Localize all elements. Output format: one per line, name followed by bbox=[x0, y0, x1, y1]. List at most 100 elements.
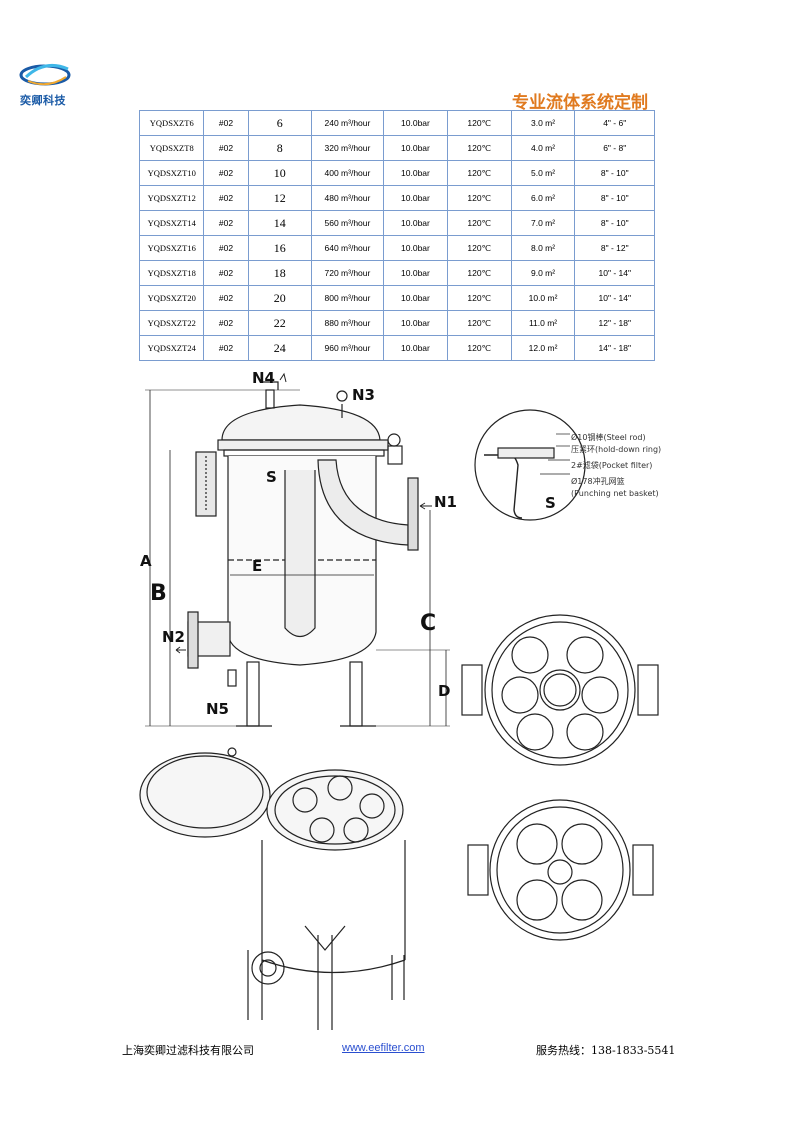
table-cell: YQDSXZT20 bbox=[138, 285, 205, 311]
note-pocket-filter: 2#滤袋(Pocket filter) bbox=[571, 460, 652, 470]
table-cell: 120℃ bbox=[446, 335, 512, 361]
table-cell: 120℃ bbox=[446, 310, 512, 336]
table-cell: 120℃ bbox=[446, 135, 512, 161]
table-cell: 800 m³/hour bbox=[310, 285, 385, 311]
table-cell: 880 m³/hour bbox=[310, 310, 385, 336]
table-cell: YQDSXZT12 bbox=[138, 185, 205, 211]
table-cell: 12 bbox=[247, 185, 312, 211]
detail-s bbox=[474, 409, 586, 521]
table-cell: #02 bbox=[203, 135, 249, 161]
table-cell: 8 bbox=[247, 135, 312, 161]
table-cell: #02 bbox=[203, 260, 249, 286]
table-cell: #02 bbox=[203, 110, 249, 136]
note-hold-down-ring: 压紧环(hold-down ring) bbox=[571, 445, 661, 454]
table-cell: YQDSXZT6 bbox=[138, 110, 205, 136]
slogan: 专业流体系统定制 bbox=[512, 93, 648, 113]
table-cell: 20 bbox=[247, 285, 312, 311]
table-cell: 10 bbox=[247, 160, 312, 186]
top-view-bags bbox=[467, 799, 654, 941]
label-s: S bbox=[266, 468, 277, 486]
table-cell: 8" - 10" bbox=[574, 210, 655, 236]
table-cell: 10.0 m² bbox=[510, 285, 576, 311]
table-cell: 16 bbox=[247, 235, 312, 261]
table-cell: 10.0bar bbox=[383, 285, 448, 311]
table-cell: 12" - 18" bbox=[574, 310, 655, 336]
isometric-view bbox=[139, 747, 406, 1030]
table-cell: 6.0 m² bbox=[510, 185, 576, 211]
table-cell: 120℃ bbox=[446, 110, 512, 136]
company-logo-icon bbox=[19, 63, 71, 86]
note-punching-basket: Ø178冲孔网篮 bbox=[571, 476, 625, 486]
table-cell: 14" - 18" bbox=[574, 335, 655, 361]
table-cell: 120℃ bbox=[446, 285, 512, 311]
footer-hotline: 服务热线：138-1833-5541 bbox=[536, 1044, 676, 1057]
table-cell: YQDSXZT16 bbox=[138, 235, 205, 261]
top-view-seven-bags bbox=[461, 614, 659, 766]
table-cell: YQDSXZT22 bbox=[138, 310, 205, 336]
table-cell: 120℃ bbox=[446, 210, 512, 236]
label-e: E bbox=[252, 557, 262, 575]
table-cell: 22 bbox=[247, 310, 312, 336]
table-cell: 12.0 m² bbox=[510, 335, 576, 361]
table-cell: YQDSXZT14 bbox=[138, 210, 205, 236]
table-cell: #02 bbox=[203, 285, 249, 311]
table-cell: 120℃ bbox=[446, 235, 512, 261]
table-cell: 8" - 12" bbox=[574, 235, 655, 261]
footer-website-link[interactable]: www.eefilter.com bbox=[342, 1042, 425, 1054]
table-cell: YQDSXZT10 bbox=[138, 160, 205, 186]
table-cell: 120℃ bbox=[446, 185, 512, 211]
table-cell: 10.0bar bbox=[383, 260, 448, 286]
table-cell: #02 bbox=[203, 335, 249, 361]
table-cell: #02 bbox=[203, 235, 249, 261]
table-cell: 18 bbox=[247, 260, 312, 286]
table-cell: YQDSXZT24 bbox=[138, 335, 205, 361]
table-cell: 10.0bar bbox=[383, 135, 448, 161]
table-cell: 10.0bar bbox=[383, 310, 448, 336]
note-steel-rod: Ø10钢棒(Steel rod) bbox=[571, 432, 646, 442]
table-cell: 9.0 m² bbox=[510, 260, 576, 286]
table-cell: YQDSXZT8 bbox=[138, 135, 205, 161]
label-n2: N2 bbox=[162, 628, 185, 646]
table-cell: #02 bbox=[203, 185, 249, 211]
label-n5: N5 bbox=[206, 700, 229, 718]
table-cell: 4" - 6" bbox=[574, 110, 655, 136]
label-c: C bbox=[420, 611, 436, 636]
label-b: B bbox=[150, 581, 167, 606]
table-cell: 10.0bar bbox=[383, 110, 448, 136]
table-cell: 10.0bar bbox=[383, 210, 448, 236]
table-cell: 6 bbox=[247, 110, 312, 136]
table-cell: #02 bbox=[203, 160, 249, 186]
table-cell: 10" - 14" bbox=[574, 260, 655, 286]
table-cell: 24 bbox=[247, 335, 312, 361]
table-cell: YQDSXZT18 bbox=[138, 260, 205, 286]
table-cell: 120℃ bbox=[446, 160, 512, 186]
table-cell: 10.0bar bbox=[383, 185, 448, 211]
technical-drawing: N4 N3 N1 N2 N5 S E A D S B C Ø10钢棒(Steel… bbox=[139, 369, 661, 1030]
table-cell: 4.0 m² bbox=[510, 135, 576, 161]
table-cell: 240 m³/hour bbox=[310, 110, 385, 136]
table-cell: 480 m³/hour bbox=[310, 185, 385, 211]
label-a: A bbox=[140, 552, 152, 570]
label-n3: N3 bbox=[352, 386, 375, 404]
table-cell: 6" - 8" bbox=[574, 135, 655, 161]
table-cell: 3.0 m² bbox=[510, 110, 576, 136]
label-d: D bbox=[438, 682, 450, 700]
logo-text: 奕卿科技 bbox=[20, 94, 66, 107]
table-cell: 10" - 14" bbox=[574, 285, 655, 311]
label-n1: N1 bbox=[434, 493, 457, 511]
table-cell: 10.0bar bbox=[383, 160, 448, 186]
table-cell: 10.0bar bbox=[383, 235, 448, 261]
table-cell: 400 m³/hour bbox=[310, 160, 385, 186]
footer-company: 上海奕卿过滤科技有限公司 bbox=[122, 1044, 254, 1057]
table-cell: 8" - 10" bbox=[574, 160, 655, 186]
table-cell: 320 m³/hour bbox=[310, 135, 385, 161]
table-cell: 14 bbox=[247, 210, 312, 236]
